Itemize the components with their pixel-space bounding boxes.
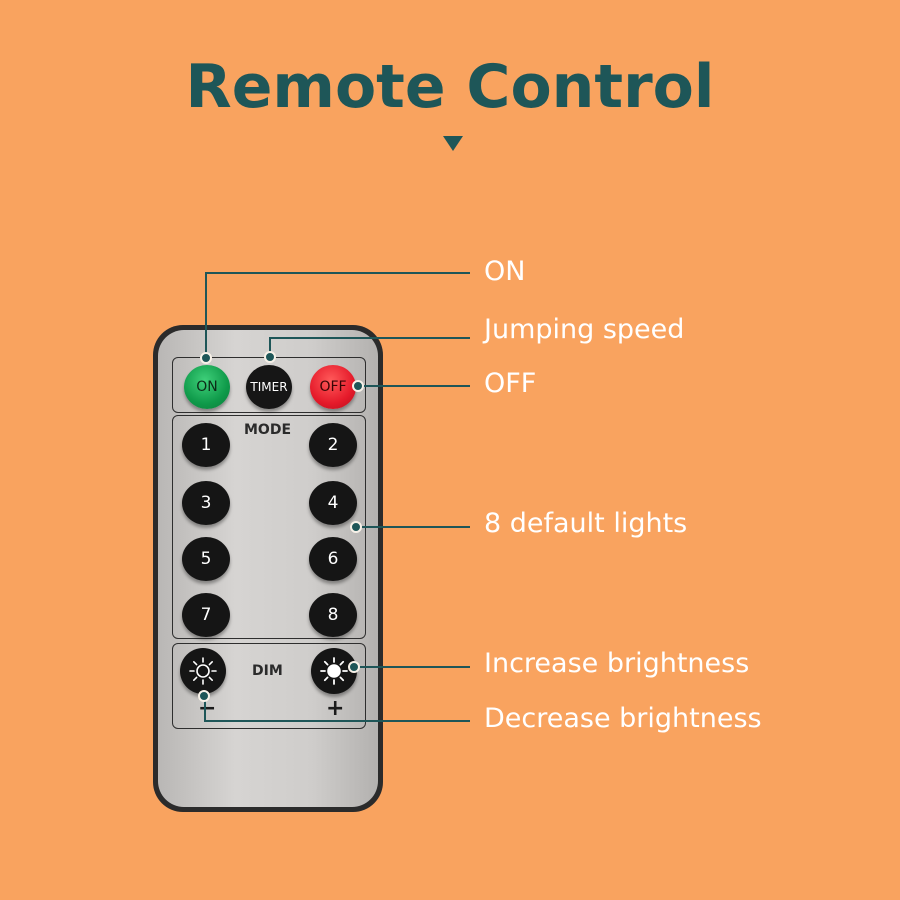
callout-default-lights: 8 default lights: [484, 508, 688, 539]
mode-button-2[interactable]: 2: [309, 423, 357, 467]
callout-off: OFF: [484, 368, 537, 399]
increase-callout-dot: [348, 661, 360, 673]
mode-button-4[interactable]: 4: [309, 481, 357, 525]
page-title: Remote Control: [185, 52, 715, 122]
off-callout-line: [360, 385, 470, 387]
callout-decrease-brightness: Decrease brightness: [484, 703, 762, 734]
speed-callout-dot: [264, 351, 276, 363]
speed-callout-line: [269, 337, 271, 357]
mode-label: MODE: [244, 422, 292, 438]
dim-panel: [172, 643, 366, 729]
sun-icon: [189, 657, 217, 685]
minus-sign: −: [198, 696, 217, 721]
dim-label: DIM: [252, 663, 283, 679]
callout-increase-brightness: Increase brightness: [484, 648, 750, 679]
timer-button[interactable]: TIMER: [246, 365, 292, 409]
lights-callout-line: [358, 526, 470, 528]
remote-control: ON TIMER OFF MODE 1 2 3 4 5 6 7 8 DIM: [153, 325, 383, 812]
lights-callout-dot: [350, 521, 362, 533]
down-triangle-icon: [443, 136, 463, 151]
increase-callout-line: [356, 666, 470, 668]
decrease-brightness-button[interactable]: [180, 648, 226, 694]
decrease-callout-line: [204, 720, 470, 722]
mode-button-8[interactable]: 8: [309, 593, 357, 637]
on-button[interactable]: ON: [184, 365, 230, 409]
on-callout-line: [205, 272, 470, 274]
sun-icon: [320, 657, 348, 685]
mode-button-1[interactable]: 1: [182, 423, 230, 467]
mode-button-6[interactable]: 6: [309, 537, 357, 581]
decrease-callout-dot: [198, 690, 210, 702]
decrease-callout-line: [204, 696, 206, 721]
on-callout-dot: [200, 352, 212, 364]
increase-brightness-button[interactable]: [311, 648, 357, 694]
callout-jumping-speed: Jumping speed: [484, 314, 685, 345]
on-callout-line: [205, 272, 207, 360]
mode-button-3[interactable]: 3: [182, 481, 230, 525]
callout-on: ON: [484, 256, 526, 287]
plus-sign: +: [326, 696, 345, 721]
off-button[interactable]: OFF: [310, 365, 356, 409]
mode-button-5[interactable]: 5: [182, 537, 230, 581]
off-callout-dot: [352, 380, 364, 392]
speed-callout-line: [269, 337, 470, 339]
mode-button-7[interactable]: 7: [182, 593, 230, 637]
remote-face: ON TIMER OFF MODE 1 2 3 4 5 6 7 8 DIM: [158, 330, 378, 807]
